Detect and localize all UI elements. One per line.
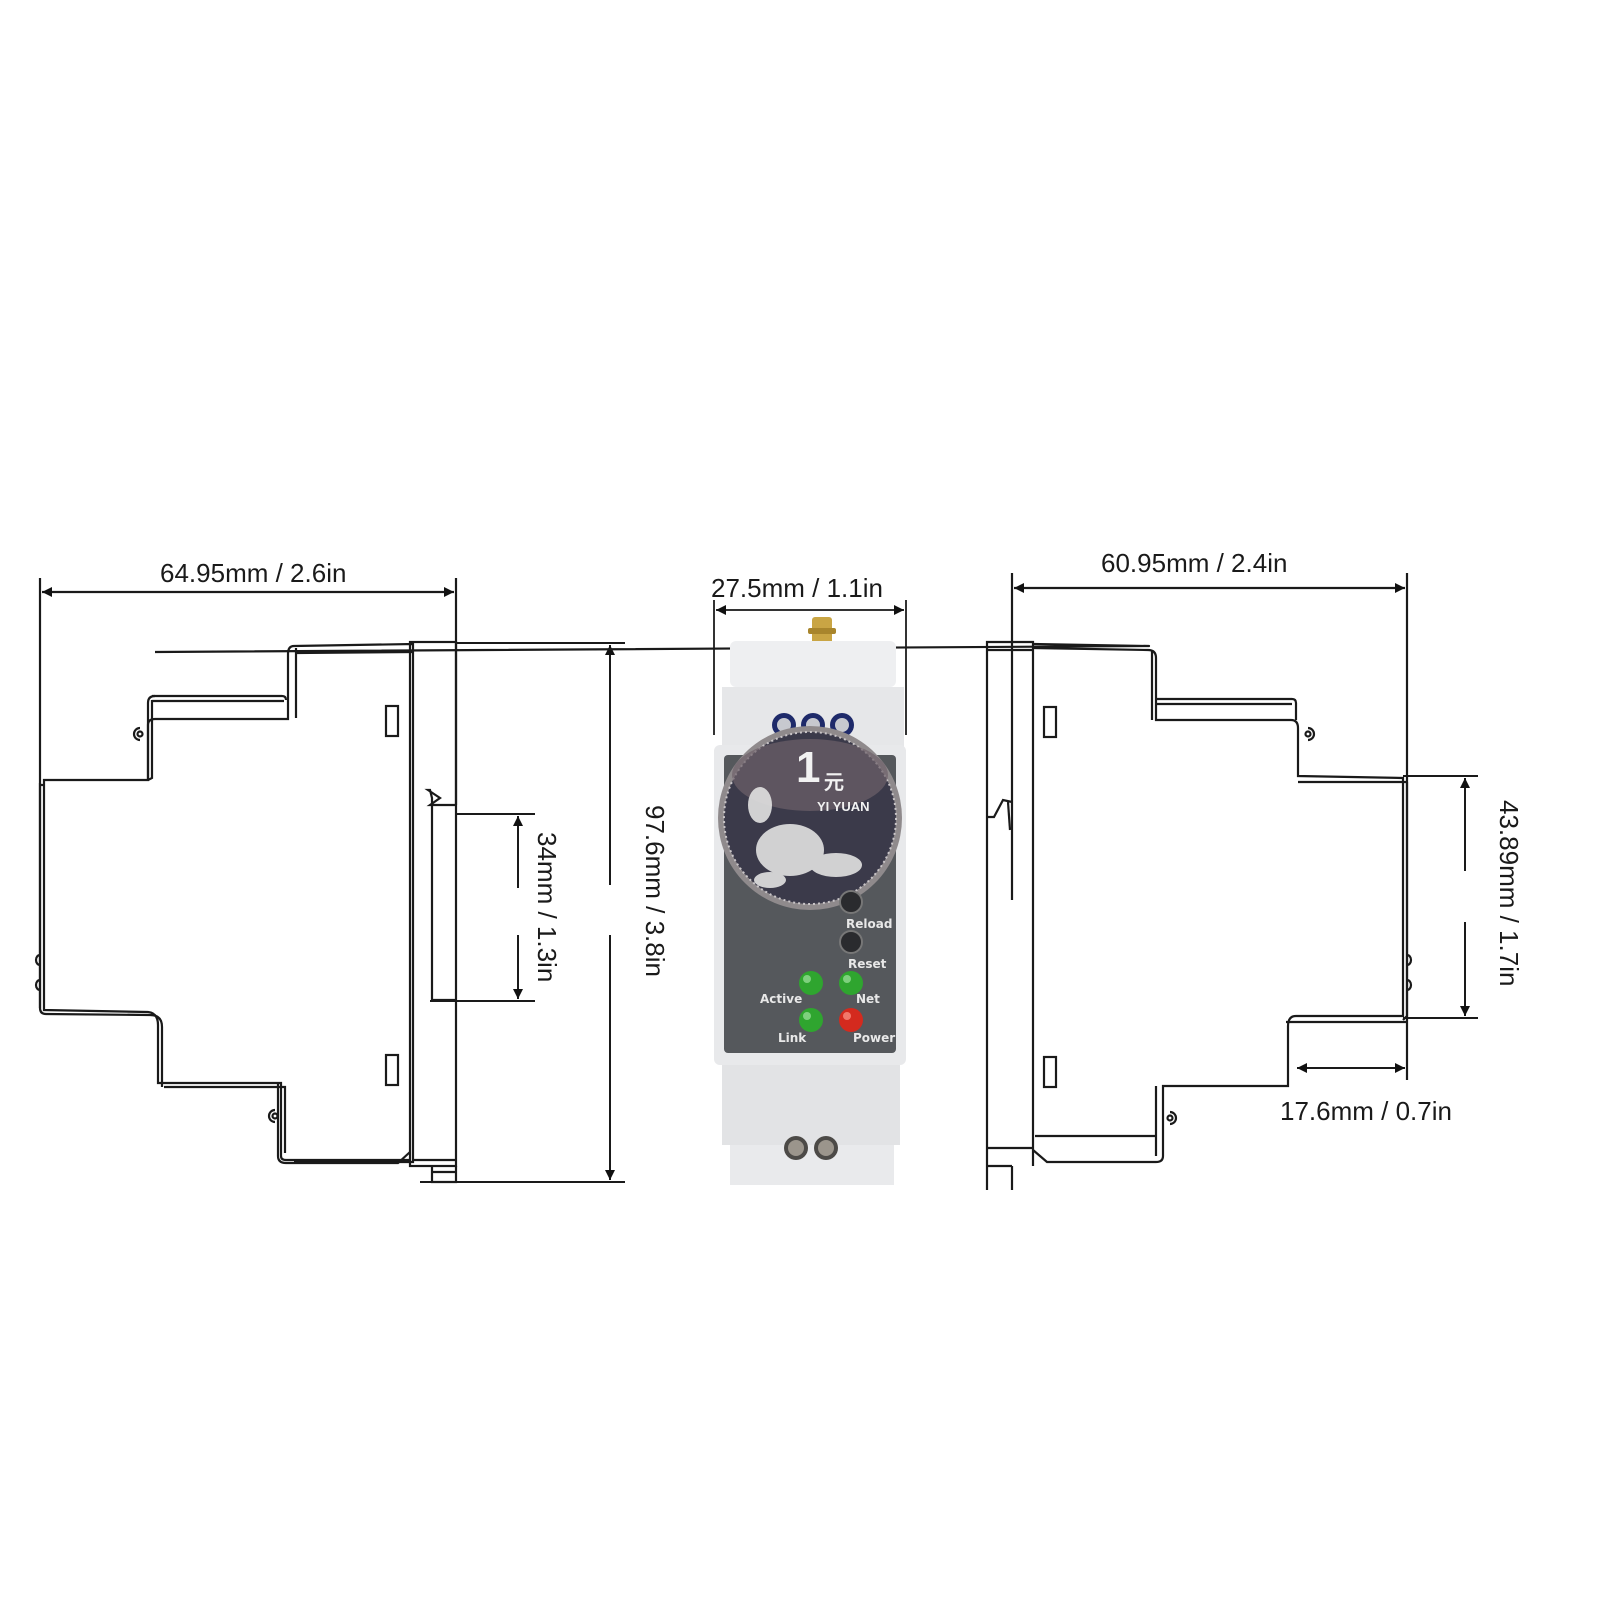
reload-button (839, 890, 863, 914)
active-label: Active (760, 992, 803, 1006)
reset-label: Reset (848, 957, 887, 971)
left-side-view (34, 578, 458, 1184)
front-width-dimension (713, 600, 907, 735)
right-step-height-label: 43.89mm / 1.7in (1494, 800, 1524, 987)
right-side-view (154, 573, 1413, 1190)
power-led (839, 1008, 863, 1032)
right-width-label: 60.95mm / 2.4in (1101, 548, 1288, 578)
right-step-depth-label: 17.6mm / 0.7in (1280, 1096, 1452, 1126)
left-slot-label: 34mm / 1.3in (532, 832, 562, 983)
active-led (799, 971, 823, 995)
power-label: Power (853, 1031, 896, 1045)
left-height-label: 97.6mm / 3.8in (640, 805, 670, 977)
peony-flower-icon (748, 787, 862, 888)
net-label: Net (856, 992, 880, 1006)
device-front-photo (714, 617, 906, 1185)
coin-numeral: 1 (796, 743, 821, 792)
reset-button (839, 930, 863, 954)
left-width-label: 64.95mm / 2.6in (160, 558, 347, 588)
left-height-dimension (420, 642, 625, 1183)
left-slot-dimension (430, 813, 535, 1002)
reload-label: Reload (846, 917, 893, 931)
right-step-height-dimension (1403, 775, 1478, 1019)
coin-character: 元 (824, 770, 844, 794)
link-led (799, 1008, 823, 1032)
link-label: Link (778, 1031, 807, 1045)
coin-caption: YI YUAN (817, 799, 870, 814)
front-width-label: 27.5mm / 1.1in (711, 573, 883, 603)
